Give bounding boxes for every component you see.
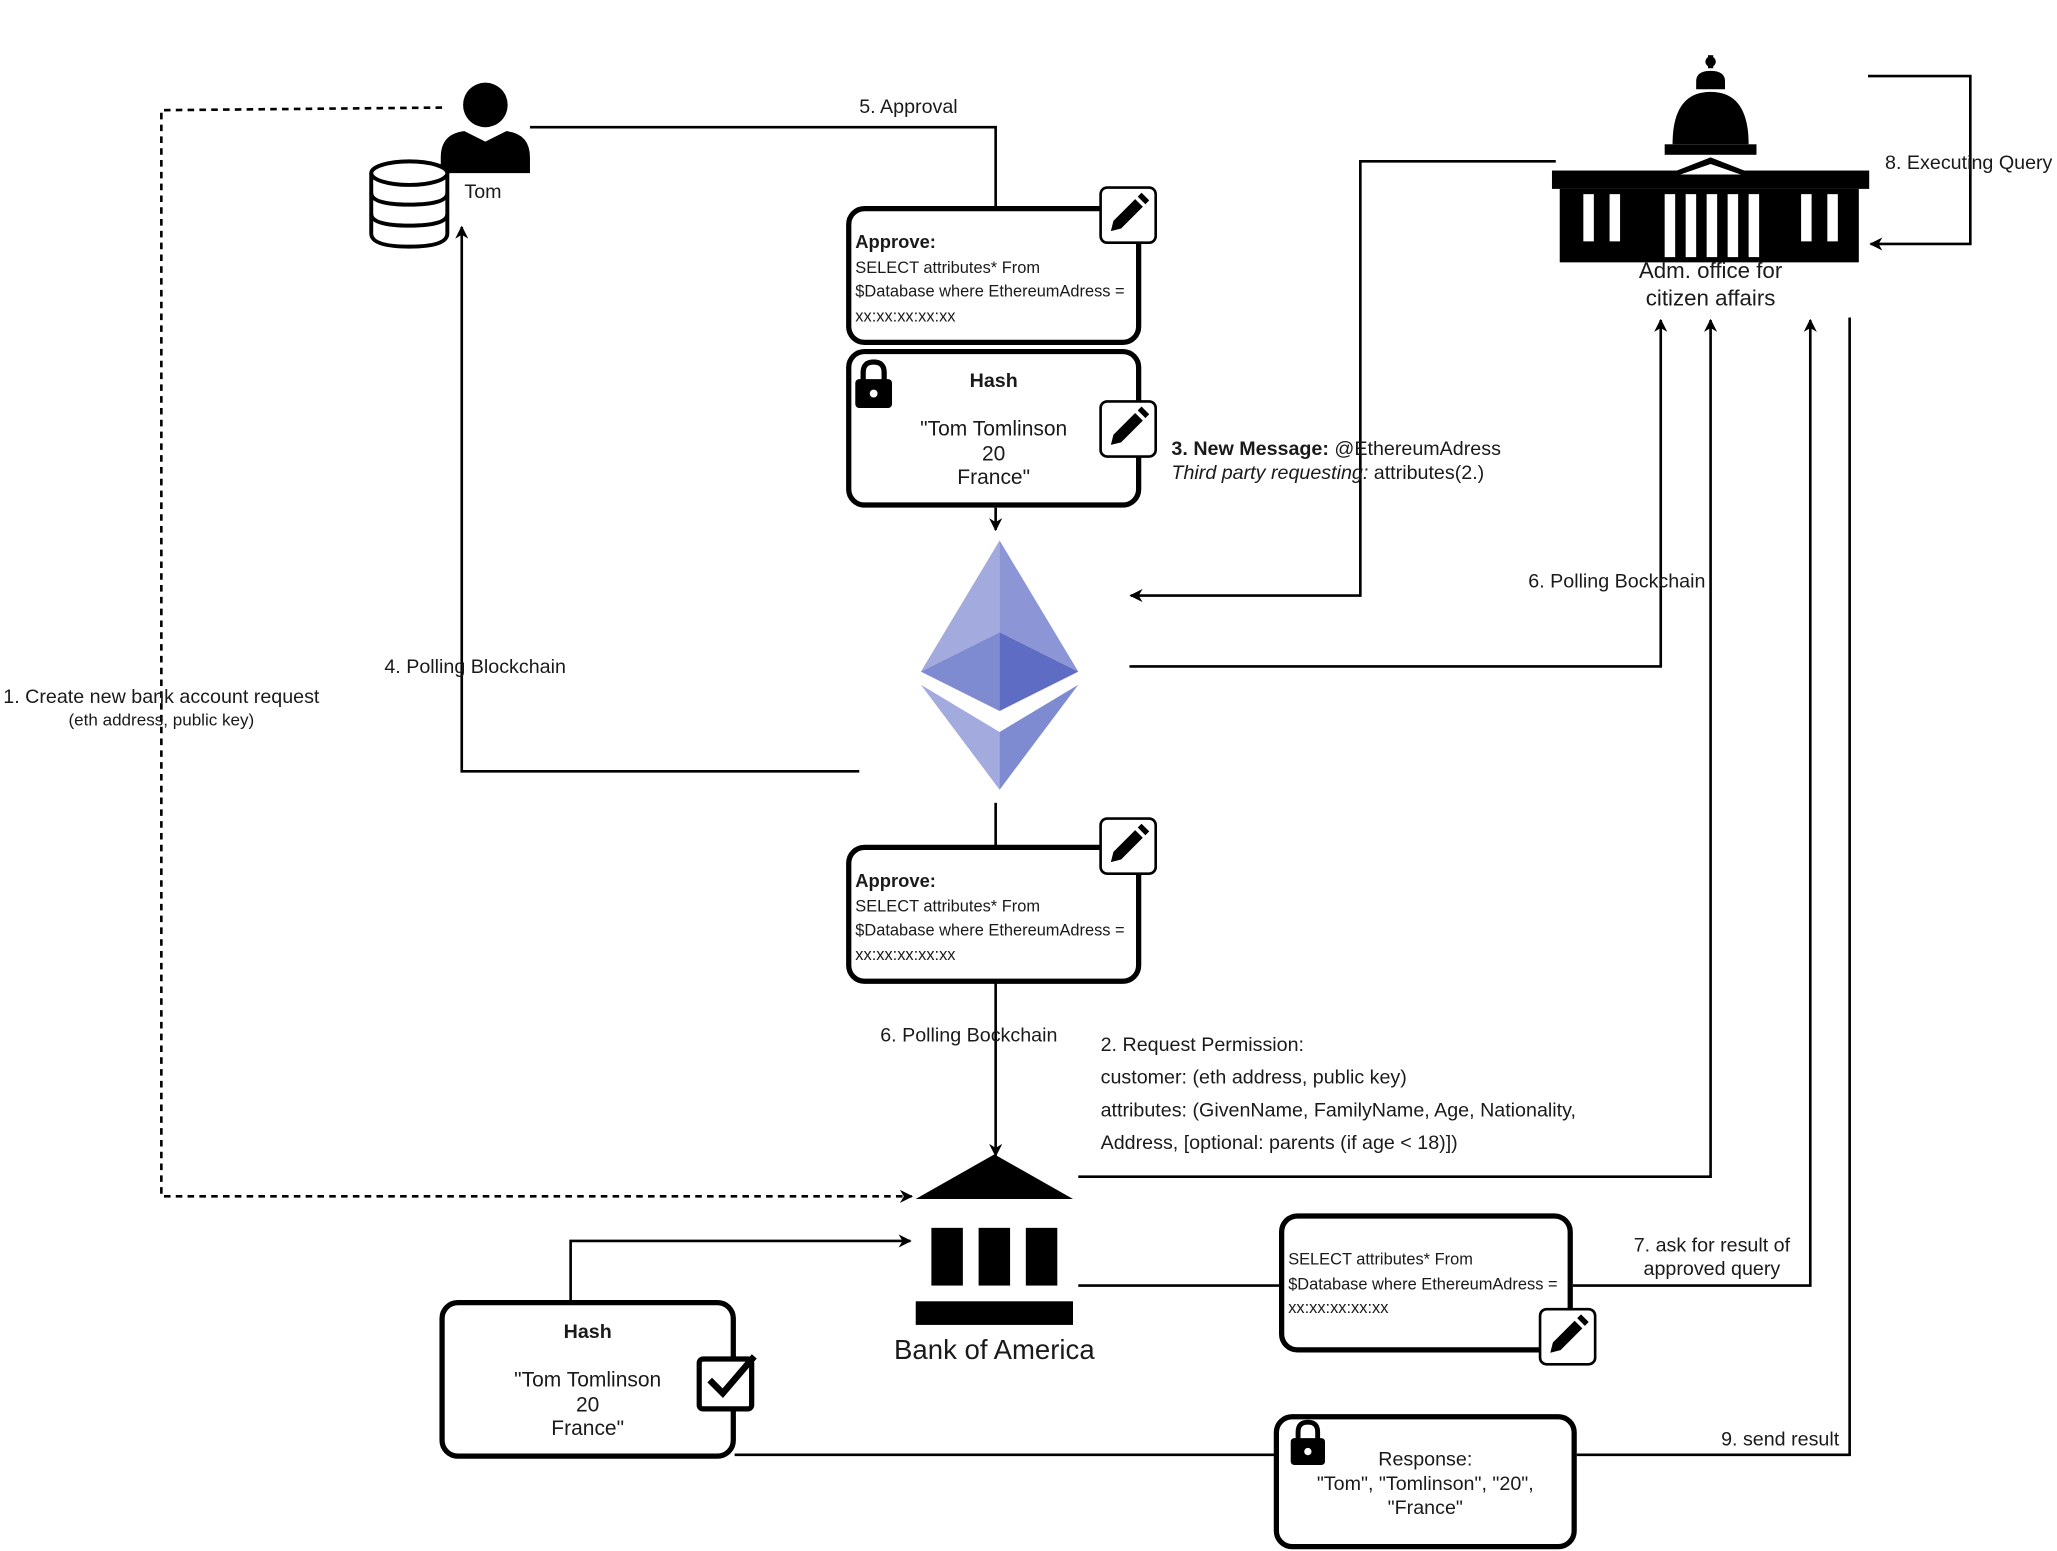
step1-label-line2: (eth address, public key) <box>68 709 255 730</box>
step5-label: 5. Approval <box>859 95 958 119</box>
approve-box-top: Approve: SELECT attributes* From $Databa… <box>846 205 1142 346</box>
approve-line2-2: $Database where EthereumAdress = <box>855 920 1125 940</box>
edge-step3 <box>1129 160 1556 603</box>
tom-label: Tom <box>464 181 502 204</box>
edit-button-approve-top[interactable] <box>1099 186 1158 244</box>
person-icon <box>440 82 530 174</box>
step9-label: 9. send result <box>1721 1428 1840 1451</box>
step2-line1: 2. Request Permission: <box>1100 1033 1305 1056</box>
capitol-building-icon <box>1551 55 1870 263</box>
query-line1: SELECT attributes* From <box>1288 1250 1473 1269</box>
edge-step2 <box>1078 318 1718 1178</box>
step3-rest: @EthereumAdress <box>1328 438 1501 461</box>
approve-line3-2: xx:xx:xx:xx:xx <box>855 945 956 964</box>
edit-button-hash-top[interactable] <box>1099 400 1158 458</box>
query-line3: xx:xx:xx:xx:xx <box>1288 1298 1389 1318</box>
step4-label: 4. Polling Blockchain <box>384 655 566 679</box>
database-icon <box>369 159 450 249</box>
checkbox-check-icon <box>696 1354 757 1412</box>
step2-line2: customer: (eth address, public key) <box>1100 1066 1407 1089</box>
hash-title-2: Hash <box>563 1320 612 1344</box>
query-box: SELECT attributes* From $Database where … <box>1279 1213 1573 1353</box>
step2-line3: attributes: (GivenName, FamilyName, Age,… <box>1100 1099 1576 1122</box>
hash-title: Hash <box>969 369 1018 393</box>
approve-line2: $Database where EthereumAdress = <box>855 282 1125 301</box>
edge-step6-gov <box>1129 318 1668 668</box>
pencil-icon <box>1550 1314 1589 1353</box>
edge-step7-b <box>1572 318 1817 1287</box>
step3-attrs: attributes(2.) <box>1368 461 1485 485</box>
step3-bold: 3. New Message: <box>1171 438 1329 461</box>
step8-label: 8. Executing Query <box>1885 152 2053 175</box>
approve-title: Approve: <box>855 230 936 252</box>
government-label: Adm. office for citizen affairs <box>1638 258 1783 311</box>
edit-button-query[interactable] <box>1538 1307 1597 1366</box>
hash-box-bottom: Hash "Tom Tomlinson 20 France" <box>439 1299 736 1459</box>
bank-icon <box>915 1154 1074 1325</box>
edge-step9 <box>1576 317 1851 1457</box>
approve-line1: SELECT attributes* From <box>855 257 1040 277</box>
response-box: Response: "Tom", "Tomlinson", "20", "Fra… <box>1273 1414 1577 1550</box>
approve-box-middle: Approve: SELECT attributes* From $Databa… <box>846 844 1142 984</box>
pencil-icon <box>1110 192 1150 232</box>
edit-button-approve-middle[interactable] <box>1099 817 1158 875</box>
step3-label-line1: 3. New Message: @EthereumAdress <box>1171 438 1501 462</box>
step3-label-line2: Third party requesting: attributes(2.) <box>1171 462 1484 486</box>
step2-label: 2. Request Permission: customer: (eth ad… <box>1101 1028 1576 1159</box>
hash-value-2: "Tom Tomlinson 20 France" <box>514 1369 662 1441</box>
edge-step8 <box>1868 74 1972 251</box>
approve-line1-2: SELECT attributes* From <box>855 896 1040 915</box>
step6-label-bank: 6. Polling Bockchain <box>880 1024 1058 1047</box>
query-line2: $Database where EthereumAdress = <box>1288 1274 1558 1293</box>
pencil-icon <box>1110 823 1150 863</box>
approve-line3: xx:xx:xx:xx:xx <box>855 306 956 325</box>
pencil-icon <box>1110 406 1150 445</box>
lock-icon <box>1290 1419 1326 1466</box>
step2-line4: Address, [optional: parents (if age < 18… <box>1100 1132 1458 1155</box>
ethereum-logo-icon <box>920 540 1079 790</box>
step6-label-gov: 6. Polling Bockchain <box>1528 570 1706 593</box>
step3-italic: Third party requesting: <box>1171 461 1369 485</box>
edge-step4 <box>455 225 860 773</box>
bank-label: Bank of America <box>894 1335 1095 1366</box>
step1-label-line1: 1. Create new bank account request <box>3 686 320 709</box>
step7-label: 7. ask for result of approved query <box>1633 1234 1791 1281</box>
edge-hash-bank <box>569 1234 912 1303</box>
hash-box-top: Hash "Tom Tomlinson 20 France" <box>846 348 1142 508</box>
approve-title-2: Approve: <box>855 869 936 891</box>
hash-value: "Tom Tomlinson 20 France" <box>920 418 1068 490</box>
edge-step5 <box>529 125 997 208</box>
edge-step1 <box>160 106 914 1203</box>
lock-icon <box>855 359 893 408</box>
